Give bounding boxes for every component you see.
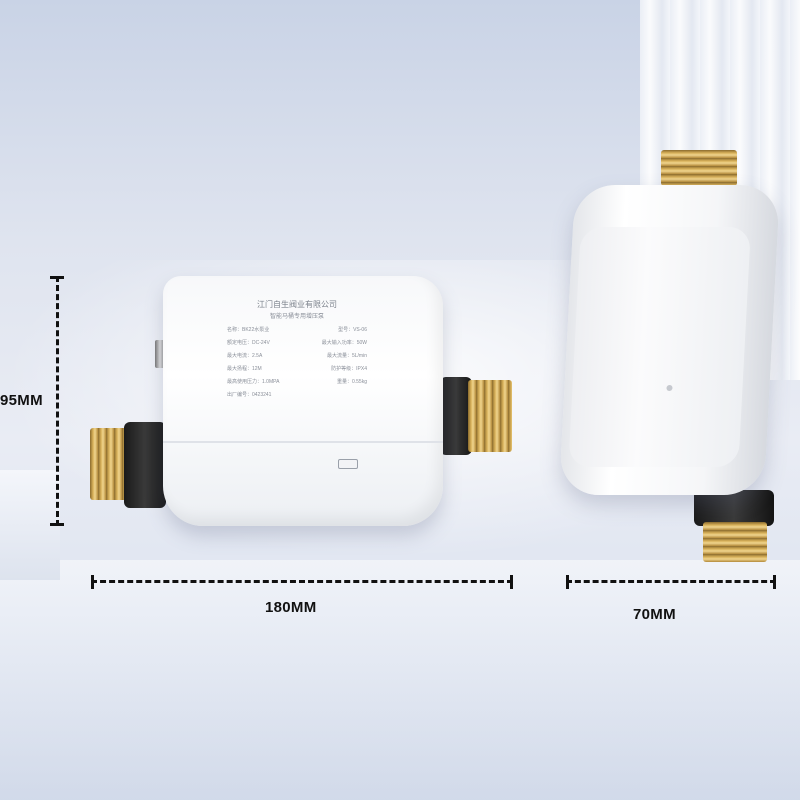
nameplate-cell: 最大电流：2.5A (227, 353, 263, 359)
nameplate-product: 智能马桶专用增压泵 (269, 314, 324, 320)
length-dimension-label: 180MM (265, 599, 317, 616)
nameplate-cell: 重量：0.55kg (336, 379, 367, 385)
nameplate-row: 额定电压：DC-24V 最大输入功率：50W (227, 337, 367, 350)
width-dimension-line (566, 575, 776, 589)
pump-front-view: 江门自生阀业有限公司 智能马桶专用增压泵 名称：BK22水泵业型号：VS-06 … (163, 276, 443, 526)
nameplate-cell: 出厂编号：0423241 (227, 392, 272, 398)
right-brass-fitting (468, 380, 512, 452)
nameplate-row: 出厂编号：0423241 (227, 389, 367, 402)
left-coupler (124, 422, 166, 508)
nameplate-cell: 最高使用压力：1.0MPA (227, 379, 280, 385)
nameplate-cell: 额定电压：DC-24V (227, 340, 270, 346)
nameplate-row: 最大扬程：12M 防护等级：IPX4 (227, 363, 367, 376)
left-brass-fitting (90, 428, 130, 500)
nameplate-cell: 最大流量：5L/min (326, 353, 367, 359)
bottom-brass-fitting (703, 522, 767, 562)
length-dimension-line (91, 575, 513, 589)
nameplate-cell: 名称：BK22水泵业 (227, 327, 270, 333)
screw-dot (666, 385, 673, 391)
pump-side-view (558, 185, 781, 495)
height-dimension-label: 95MM (0, 392, 43, 409)
valve-stem (155, 340, 165, 368)
bottom-coupler (694, 490, 774, 526)
nameplate-row: 最高使用压力：1.0MPA 重量：0.55kg (227, 376, 367, 389)
nameplate-cell: 最大扬程：12M (227, 366, 262, 372)
top-brass-fitting (661, 150, 737, 186)
nameplate-cell: 防护等级：IPX4 (331, 366, 367, 372)
indicator-slot (338, 459, 358, 469)
nameplate-row: 名称：BK22水泵业 型号：VS-06 (227, 324, 367, 337)
side-panel (568, 227, 751, 467)
nameplate-company: 江门自生阀业有限公司 (257, 300, 337, 309)
housing-seam (163, 441, 443, 443)
nameplate: 江门自生阀业有限公司 智能马桶专用增压泵 名称：BK22水泵业型号：VS-06 … (227, 298, 367, 402)
nameplate-row: 最大电流：2.5A 最大流量：5L/min (227, 350, 367, 363)
nameplate-cell: 型号：VS-06 (338, 327, 367, 333)
nameplate-cell: 最大输入功率：50W (321, 340, 367, 346)
height-dimension-line (50, 276, 64, 526)
width-dimension-label: 70MM (633, 606, 676, 623)
right-coupler (440, 377, 472, 455)
floor-surface (0, 560, 800, 800)
